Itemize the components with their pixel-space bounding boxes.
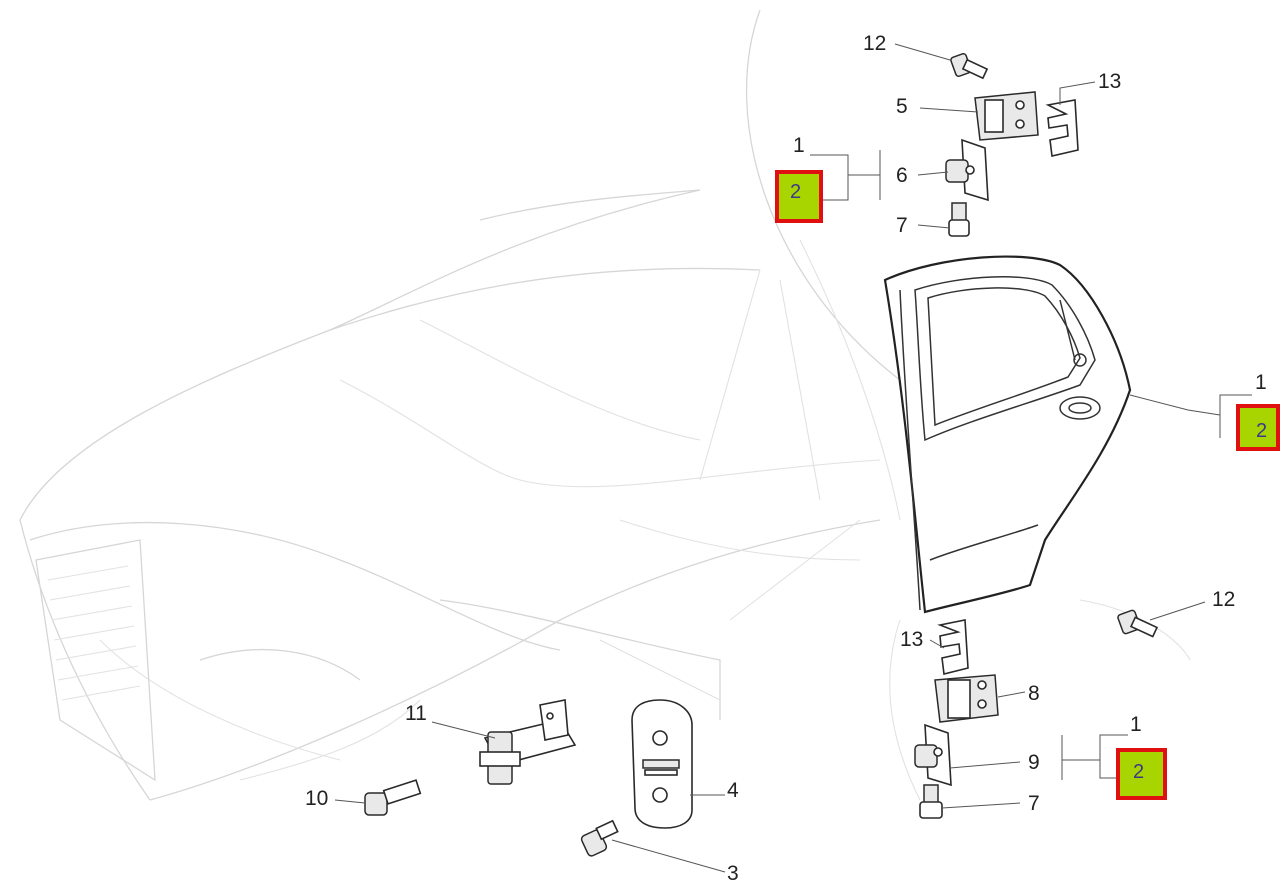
callout-4: 4: [727, 779, 739, 802]
highlight-box-right[interactable]: 2: [1236, 404, 1280, 451]
callout-13-top: 13: [1098, 70, 1121, 93]
leader-lines: [334, 43, 1252, 873]
callout-3: 3: [727, 862, 739, 885]
shim-13-top: [1045, 99, 1079, 157]
callout-7-top: 7: [896, 214, 908, 237]
callout-12-top: 12: [863, 32, 886, 55]
callout-12-bottom: 12: [1212, 588, 1235, 611]
hinge-9: [914, 723, 952, 787]
shim-13-bottom: [937, 619, 969, 675]
callout-1-right: 1: [1255, 371, 1267, 394]
highlight-label-bottom: 2: [1133, 761, 1144, 783]
striker-pin-3: [580, 819, 619, 857]
screw-7-bottom: [919, 784, 943, 819]
screw-7-top: [948, 202, 970, 237]
callout-10: 10: [305, 787, 328, 810]
rear-door: [883, 255, 1132, 614]
callout-5: 5: [896, 95, 908, 118]
highlight-box-bottom[interactable]: 2: [1116, 748, 1167, 800]
hinge-5: [974, 91, 1039, 141]
callout-9: 9: [1028, 751, 1040, 774]
callout-8: 8: [1028, 682, 1040, 705]
car-ghost-outline: [19, 9, 1191, 801]
callout-1-bottom: 1: [1130, 713, 1142, 736]
callout-7-bottom: 7: [1028, 792, 1040, 815]
hinge-8: [934, 674, 999, 723]
callout-13-bottom: 13: [900, 628, 923, 651]
highlight-label-right: 2: [1256, 420, 1267, 442]
striker-plate-4: [631, 699, 693, 829]
bolt-12-top: [950, 52, 989, 80]
callout-11: 11: [405, 702, 427, 725]
callout-6: 6: [896, 164, 908, 187]
bolt-12-bottom: [1117, 609, 1159, 638]
callout-1-top: 1: [793, 134, 805, 157]
highlight-label-top: 2: [790, 181, 801, 203]
highlight-box-top[interactable]: 2: [775, 170, 823, 223]
bolt-10: [364, 779, 422, 816]
hinge-6: [945, 138, 989, 202]
callout-labels: 12 13 5 1 6 7 1 12 13 8 1 9 7 11 10 4 3: [305, 32, 1267, 885]
check-strap-11: [479, 699, 577, 785]
